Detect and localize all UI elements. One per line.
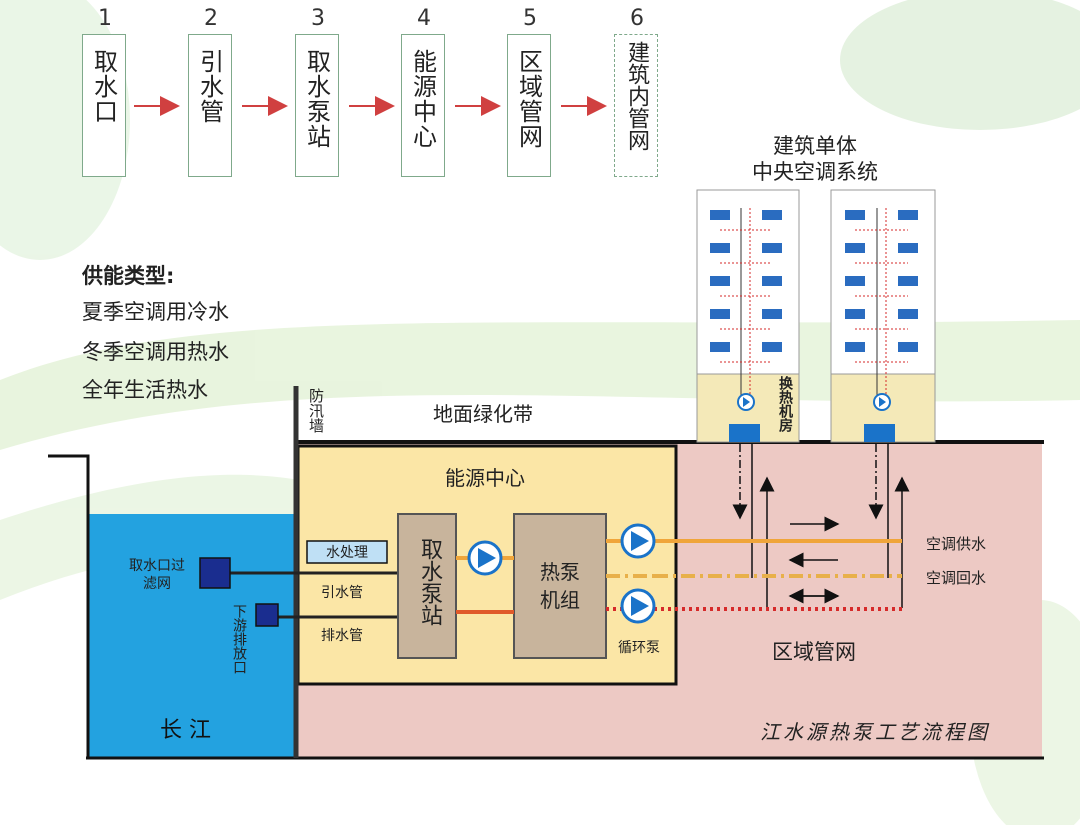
step-number: 5 (523, 6, 537, 31)
building-title: 建筑单体 (773, 134, 857, 158)
flood-wall-label: 防汛墙 (307, 388, 325, 433)
pump-station-box (397, 513, 457, 659)
river-label: 长 江 (160, 718, 211, 743)
step-label: 取水口 (89, 49, 118, 124)
exchanger-room-label: 换热机房 (777, 376, 793, 432)
exchanger-pumps (729, 393, 895, 442)
water-treatment-box (306, 540, 388, 564)
downstream-outlet-label: 下游排放口 (231, 604, 247, 674)
supply-heading: 供能类型: (82, 264, 175, 288)
intake-pipe-label: 引水管 (321, 585, 363, 601)
intake-filter-label: 取水口过滤网 (129, 558, 185, 592)
ac-return-label: 空调回水 (926, 569, 987, 587)
drain-pipe-label: 排水管 (321, 628, 363, 644)
step-box-pump-station: 取水泵站 (295, 34, 339, 177)
step-box-energy-center: 能源中心 (401, 34, 445, 177)
step-label: 区域管网 (514, 49, 543, 149)
circulation-pump-bottom (620, 588, 656, 624)
step-label: 取水泵站 (302, 49, 331, 149)
river-area (88, 514, 296, 758)
diagram-caption: 江水源热泵工艺流程图 (760, 720, 990, 744)
step-box-district-network: 区域管网 (507, 34, 551, 177)
supply-item: 夏季空调用冷水 (82, 300, 229, 324)
step-number: 1 (98, 6, 112, 31)
heat-pump-box (513, 513, 607, 659)
water-treatment-label: 水处理 (326, 545, 368, 561)
step-box-intake: 取水口 (82, 34, 126, 177)
heat-pump-label: 热泵机组 (540, 560, 580, 612)
step-label: 建筑内管网 (624, 41, 649, 151)
intake-filter-block (199, 557, 231, 589)
step-number: 2 (204, 6, 218, 31)
step-box-building-network: 建筑内管网 (614, 34, 658, 177)
supply-item: 全年生活热水 (82, 378, 208, 402)
pump-between (467, 540, 503, 576)
ac-supply-label: 空调供水 (926, 535, 987, 553)
building-pipes (720, 208, 908, 400)
step-number: 3 (311, 6, 325, 31)
supply-item: 冬季空调用热水 (82, 340, 229, 364)
step-number: 6 (630, 6, 644, 31)
circulation-pump-label: 循环泵 (618, 640, 660, 656)
district-flow-arrows (788, 516, 840, 604)
step-label: 能源中心 (408, 49, 437, 149)
district-network-label: 区域管网 (772, 640, 856, 664)
building-subtitle: 中央空调系统 (752, 160, 878, 184)
step-box-intake-pipe: 引水管 (188, 34, 232, 177)
energy-center-label: 能源中心 (445, 466, 525, 490)
pump-station-label: 取水泵站 (417, 538, 442, 626)
circulation-pump-top (620, 523, 656, 559)
outlet-block (255, 603, 279, 627)
step-label: 引水管 (195, 49, 224, 124)
step-number: 4 (417, 6, 431, 31)
green-belt-label: 地面绿化带 (433, 402, 533, 426)
ac-units (710, 210, 918, 352)
